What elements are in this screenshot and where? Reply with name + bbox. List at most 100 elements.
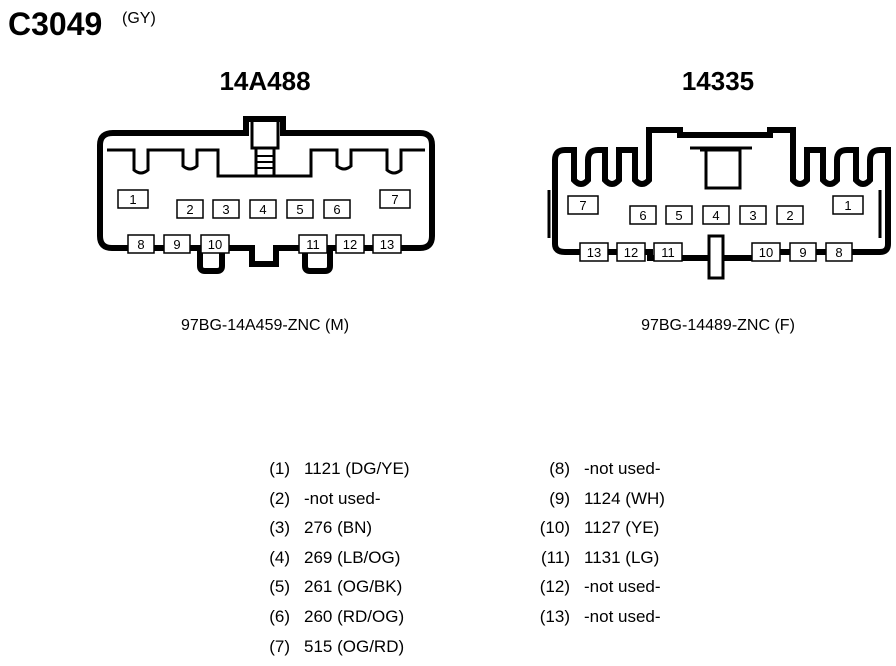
circuit-description: 1131 (LG) xyxy=(584,547,660,567)
circuit-description: 1121 (DG/YE) xyxy=(304,459,410,478)
circuit-description: -not used- xyxy=(584,459,661,478)
female-part-number: 97BG-14489-ZNC (F) xyxy=(641,317,795,334)
circuit-description: -not used- xyxy=(304,488,381,508)
pinout-row: (7) 515 (OG/RD) xyxy=(248,632,410,662)
pinout-row: (5) 261 (OG/BK) xyxy=(248,572,410,602)
svg-text:11: 11 xyxy=(661,245,675,260)
svg-text:13: 13 xyxy=(380,237,394,252)
male-pin-8: 8 xyxy=(127,234,155,254)
pin-number: (2) xyxy=(269,488,290,508)
svg-text:10: 10 xyxy=(759,245,773,260)
female-pins: 7 6 5 4 3 2 1 13 12 11 10 9 8 xyxy=(567,195,864,262)
male-pin-12: 12 xyxy=(335,234,365,254)
svg-text:2: 2 xyxy=(786,208,793,223)
pinout-row: (1) 1121 (DG/YE) xyxy=(248,454,410,484)
svg-text:1: 1 xyxy=(844,198,851,213)
female-pin-5: 5 xyxy=(665,205,693,225)
pinout-row: (10) 1127 (YE) xyxy=(500,513,665,543)
pinout-row: (12) -not used- xyxy=(500,572,665,602)
circuit-description: 1127 (YE) xyxy=(584,518,660,538)
female-pin-12: 12 xyxy=(616,242,646,262)
connector-id: C3049 xyxy=(8,6,103,42)
circuit-description: -not used- xyxy=(584,577,661,597)
female-connector-title: 14335 xyxy=(682,66,754,96)
female-pin-8: 8 xyxy=(825,242,853,262)
female-pin-10: 10 xyxy=(751,242,781,262)
female-pin-13: 13 xyxy=(579,242,609,262)
male-pin-2: 2 xyxy=(176,199,204,219)
circuit-description: 276 (BN) xyxy=(304,518,373,538)
svg-text:12: 12 xyxy=(343,237,357,252)
svg-text:3: 3 xyxy=(222,202,229,217)
pin-number: (9) xyxy=(549,488,570,508)
pin-number: (4) xyxy=(269,547,290,567)
pin-number: (12) xyxy=(539,577,570,597)
pin-number: (1) xyxy=(269,459,290,478)
pin-number: (6) xyxy=(269,606,290,626)
svg-text:5: 5 xyxy=(675,208,682,223)
female-pin-3: 3 xyxy=(739,205,767,225)
circuit-description: 1124 (WH) xyxy=(584,488,665,508)
female-pin-7: 7 xyxy=(567,195,599,215)
female-pin-1: 1 xyxy=(832,195,864,215)
male-pin-9: 9 xyxy=(163,234,191,254)
svg-text:7: 7 xyxy=(579,198,586,213)
pinout-row: (8) -not used- xyxy=(500,454,665,484)
svg-text:9: 9 xyxy=(173,237,180,252)
male-pin-10: 10 xyxy=(200,234,230,254)
male-pins: 1 2 3 4 5 6 7 8 9 10 11 12 13 xyxy=(117,189,411,254)
female-connector-body xyxy=(547,127,891,280)
male-part-number: 97BG-14A459-ZNC (M) xyxy=(181,317,349,334)
male-pin-5: 5 xyxy=(286,199,314,219)
male-pin-6: 6 xyxy=(323,199,351,219)
svg-text:7: 7 xyxy=(391,192,398,207)
male-connector-title: 14A488 xyxy=(219,66,310,96)
pinout-list-left: (1) 1121 (DG/YE) (2) -not used- (3) 276 (BN… xyxy=(248,454,410,662)
pin-number: (7) xyxy=(269,636,290,656)
svg-text:13: 13 xyxy=(587,245,601,260)
female-pin-2: 2 xyxy=(776,205,804,225)
pinout-row: (11)1131 (LG) xyxy=(500,543,665,573)
male-pin-1: 1 xyxy=(117,189,149,209)
male-pin-13: 13 xyxy=(372,234,402,254)
svg-text:12: 12 xyxy=(624,245,638,260)
svg-text:4: 4 xyxy=(712,208,719,223)
svg-text:6: 6 xyxy=(333,202,340,217)
female-pin-9: 9 xyxy=(789,242,817,262)
pin-number: (5) xyxy=(269,577,290,597)
pin-number: (8) xyxy=(549,459,570,478)
svg-text:3: 3 xyxy=(749,208,756,223)
circuit-description: 269 (LB/OG) xyxy=(304,547,401,567)
male-pin-11: 11 xyxy=(298,234,328,254)
pin-number: (10) xyxy=(539,518,570,538)
female-pin-11: 11 xyxy=(653,242,683,262)
pinout-row: (9) 1124 (WH) xyxy=(500,484,665,514)
svg-text:5: 5 xyxy=(296,202,303,217)
circuit-description: 515 (OG/RD) xyxy=(304,636,405,656)
svg-text:4: 4 xyxy=(259,202,266,217)
svg-text:11: 11 xyxy=(306,237,320,252)
svg-text:9: 9 xyxy=(799,245,806,260)
svg-text:8: 8 xyxy=(835,245,842,260)
pinout-list-right: (8) -not used- (9) 1124 (WH) (10) 1127 (YE)… xyxy=(500,454,665,632)
male-pin-4: 4 xyxy=(249,199,277,219)
svg-text:10: 10 xyxy=(208,237,222,252)
pinout-row: (13) -not used- xyxy=(500,602,665,632)
pinout-row: (6) 260 (RD/OG) xyxy=(248,602,410,632)
connector-color-code: (GY) xyxy=(122,10,156,27)
female-pin-6: 6 xyxy=(629,205,657,225)
pin-number: (13) xyxy=(539,606,570,626)
circuit-description: 261 (OG/BK) xyxy=(304,577,403,597)
circuit-description: -not used- xyxy=(584,606,661,626)
pin-number: (3) xyxy=(269,518,290,538)
svg-text:2: 2 xyxy=(186,202,193,217)
pinout-row: (3) 276 (BN) xyxy=(248,513,410,543)
circuit-description: 260 (RD/OG) xyxy=(304,606,405,626)
female-pin-4: 4 xyxy=(702,205,730,225)
pinout-row: (4) 269 (LB/OG) xyxy=(248,543,410,573)
male-pin-3: 3 xyxy=(212,199,240,219)
svg-text:6: 6 xyxy=(639,208,646,223)
male-pin-7: 7 xyxy=(379,189,411,209)
svg-text:1: 1 xyxy=(129,192,136,207)
